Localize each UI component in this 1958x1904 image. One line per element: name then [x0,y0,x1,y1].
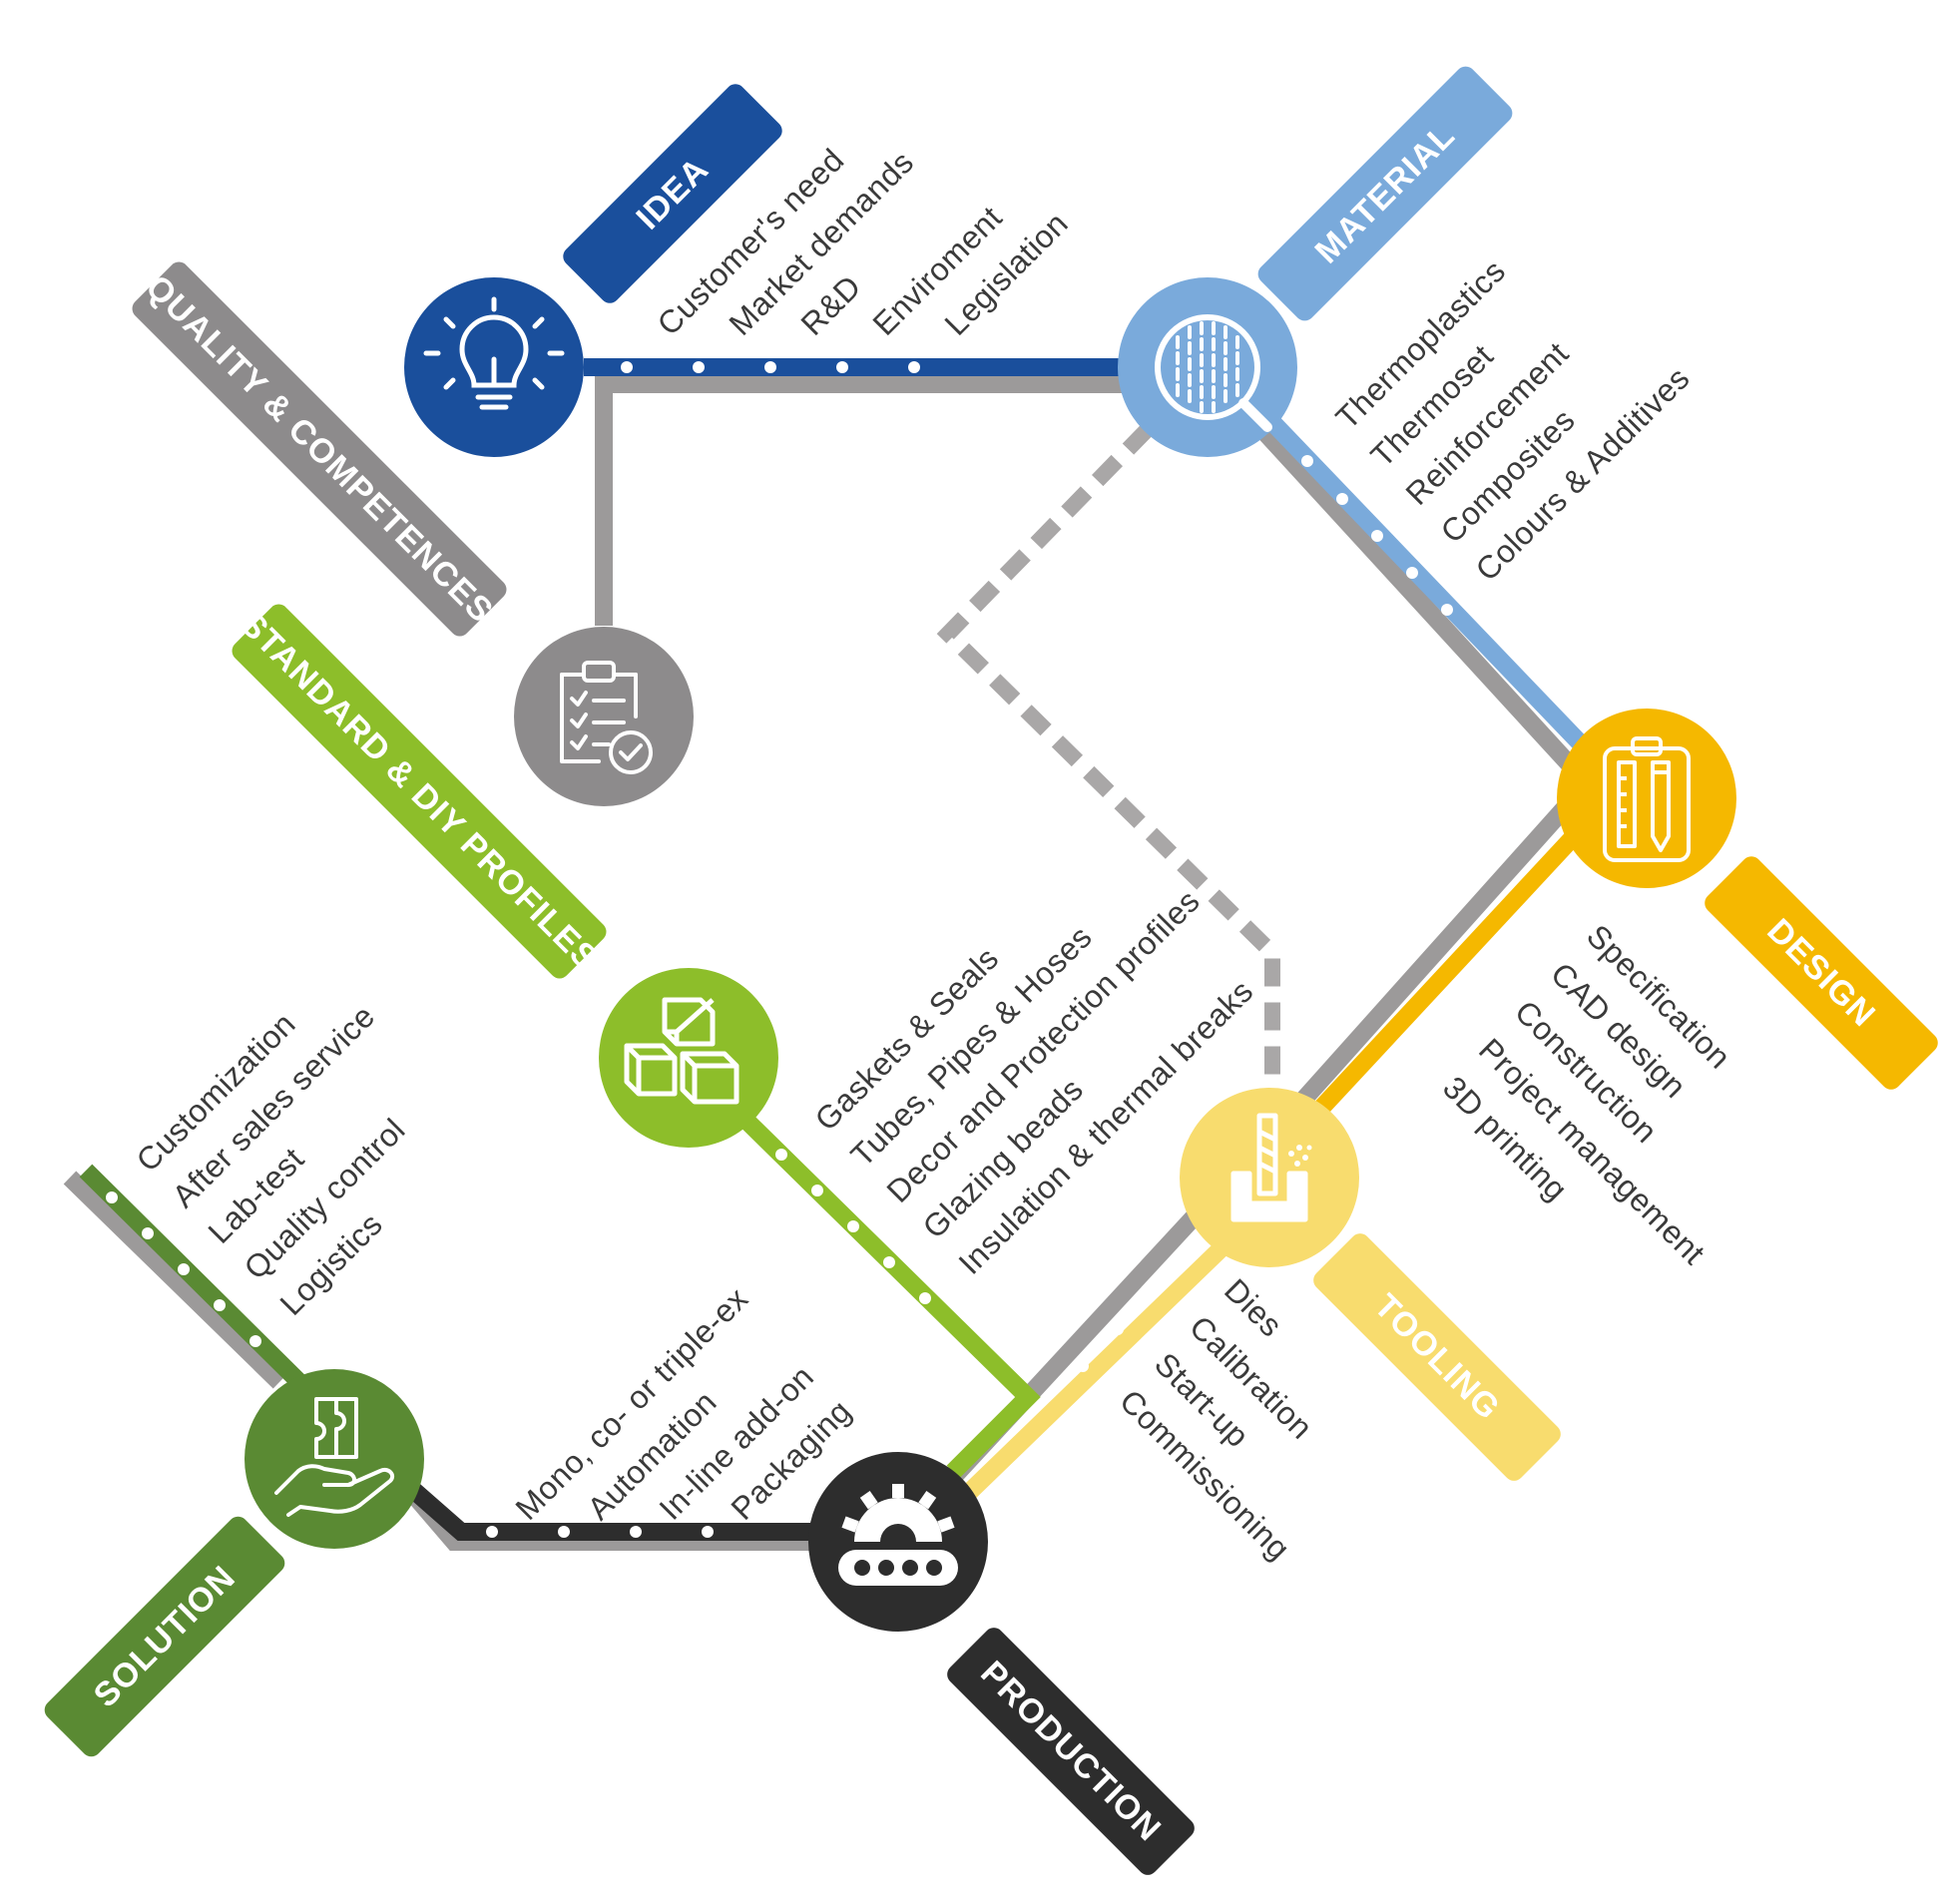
conveyor-gear-icon [838,1484,958,1586]
tag-idea: IDEA [563,84,782,303]
tag-solution: SOLUTION [44,1516,285,1757]
design-tooling-grey-line [1280,776,1594,1125]
standard-production-line [732,1106,1041,1479]
tag-tooling: TOOLING [1313,1233,1561,1481]
checklist-clipboard-icon [560,661,653,774]
tag-design: DESIGN [1705,856,1938,1090]
lightbulb-icon [423,296,565,410]
station-material [1118,277,1297,457]
die-tool-icon [1230,1113,1312,1222]
tooling-production-line [916,1235,1234,1544]
tag-production-text: PRODUCTION [973,1654,1169,1849]
station-solution [245,1369,424,1549]
tag-material-text: MATERIAL [1308,117,1463,271]
material-magnifier-icon [1155,314,1272,432]
tag-production: PRODUCTION [947,1628,1195,1875]
solution-line [79,1164,306,1389]
items-production: Mono, co- or triple-ex Automation In-lin… [508,1280,857,1527]
station-tooling [1180,1088,1359,1267]
line-dots [106,361,1551,1538]
standard-item-3: Decor and Protection profiles [879,882,1207,1209]
station-production [808,1452,988,1632]
material-tooling-dashed-line [936,423,1280,1088]
station-idea [404,277,584,457]
station-standard [599,968,778,1148]
cubes-icon [624,997,739,1105]
items-design: Specification CAD design Construction Pr… [1436,917,1737,1271]
material-design-line [1262,412,1602,765]
design-clipboard-pencil-icon [1603,736,1691,862]
quality-line [595,375,1218,626]
station-design [1557,709,1736,888]
hand-puzzle-icon [274,1397,395,1517]
solution-grey-line [63,1171,286,1389]
design-tooling-line [1305,826,1584,1125]
station-quality [514,627,694,806]
material-design-grey-line [1250,417,1594,790]
tag-solution-text: SOLUTION [87,1559,244,1715]
